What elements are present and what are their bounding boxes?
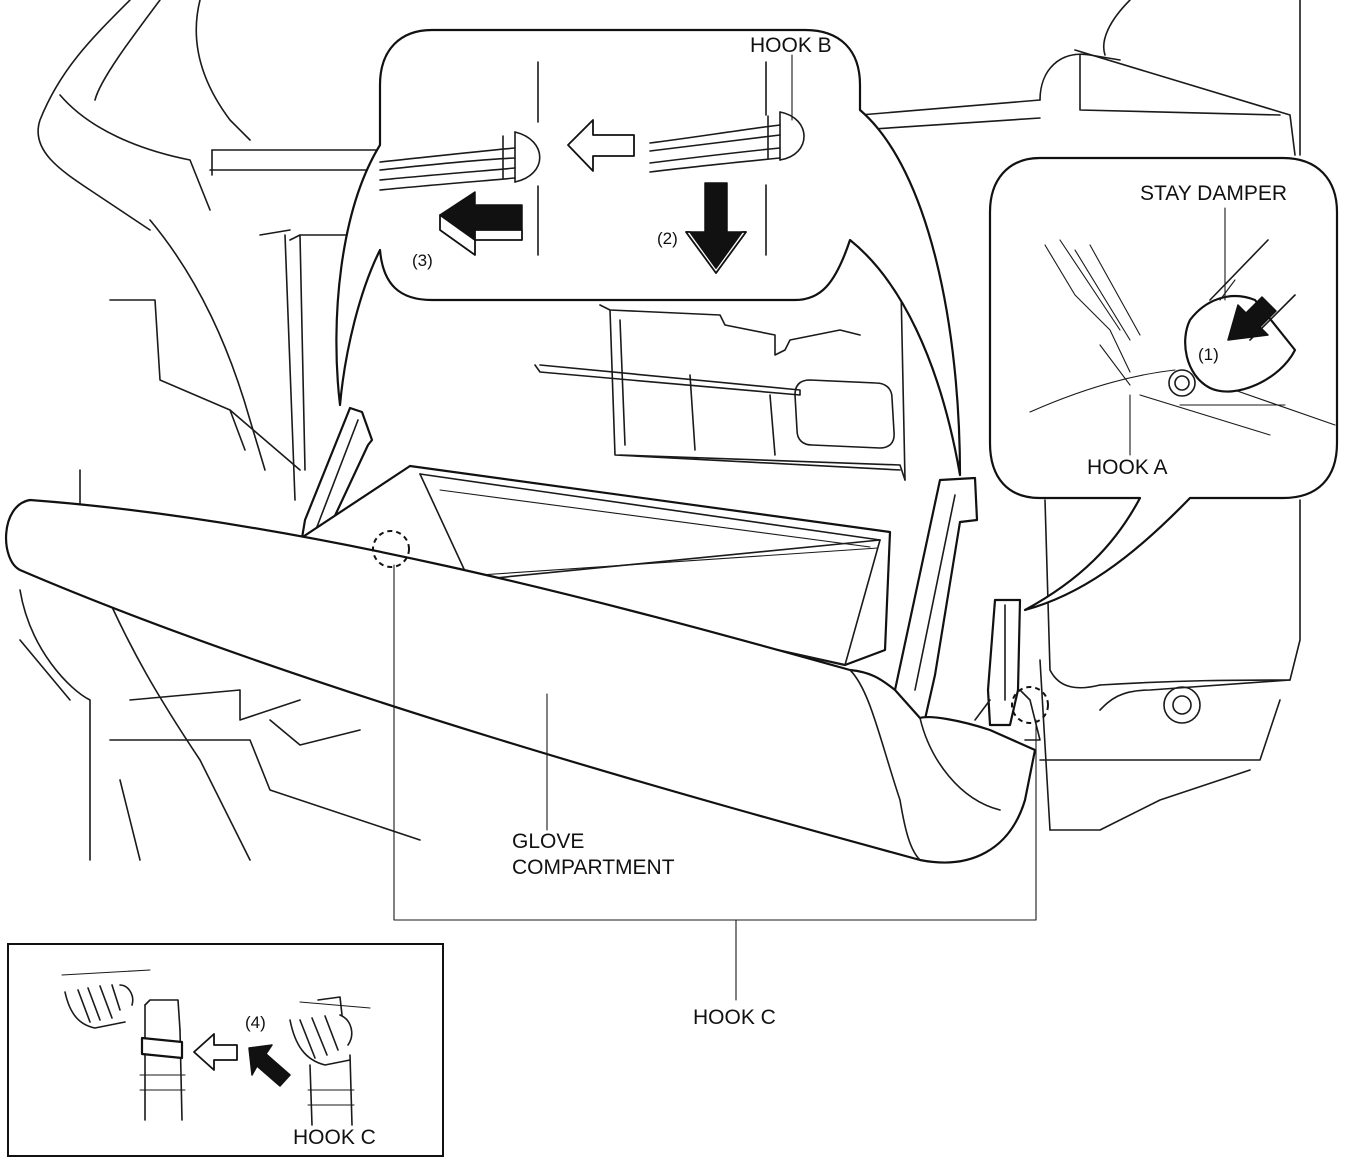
hook-c-position-right — [1011, 686, 1049, 724]
step-4-label: (4) — [245, 1013, 266, 1032]
glove-compartment-label-line2: COMPARTMENT — [512, 856, 675, 879]
dash-cavity — [289, 234, 906, 481]
glove-compartment — [4, 406, 1041, 864]
stay-damper-label: STAY DAMPER — [1140, 182, 1287, 205]
hook-c-detail-box: (4) HOOK C — [7, 943, 444, 1157]
step-1-label: (1) — [1198, 345, 1219, 364]
hook-b-label: HOOK B — [750, 34, 832, 57]
hook-c-label: HOOK C — [693, 1006, 776, 1029]
step-2-label: (2) — [657, 229, 678, 248]
leader-lines — [393, 564, 1037, 1001]
step-3-label: (3) — [412, 251, 433, 270]
hook-b-callout: HOOK B (3) (2) — [335, 28, 962, 477]
dashboard-background — [19, 0, 1301, 861]
hook-c-position-left — [372, 530, 410, 568]
glove-compartment-label-line1: GLOVE — [512, 830, 584, 853]
stay-damper-callout: STAY DAMPER (1) HOOK A — [988, 156, 1339, 612]
hook-c-detail-label: HOOK C — [293, 1126, 376, 1149]
hook-a-label: HOOK A — [1087, 456, 1168, 479]
